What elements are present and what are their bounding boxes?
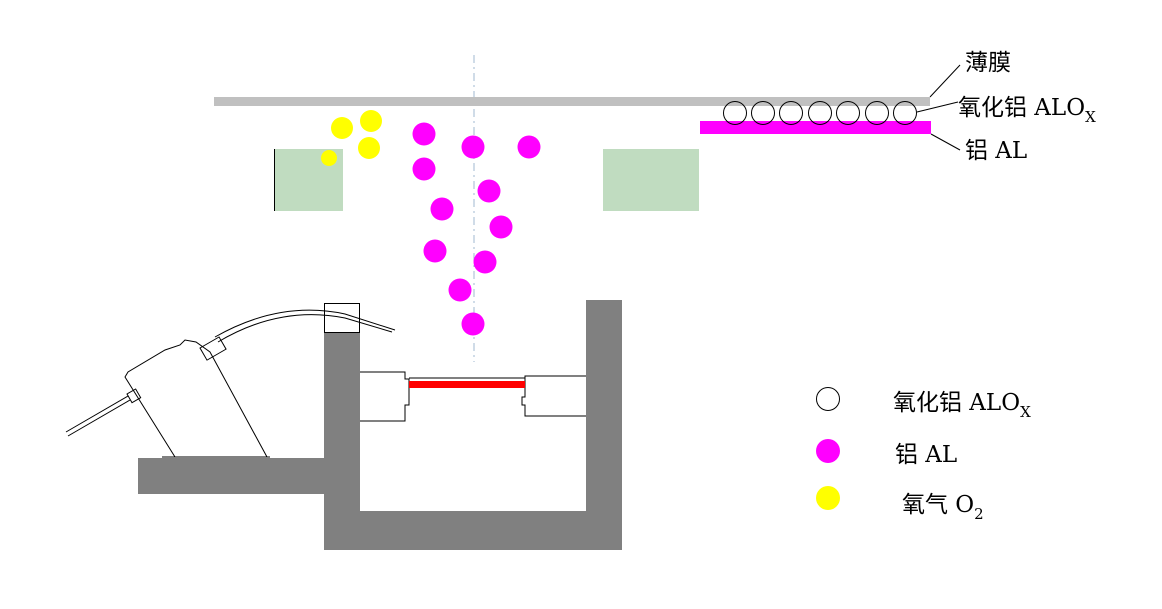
crucible-chamber: [138, 300, 622, 550]
legend-oxygen-label: 氧气 O2: [902, 492, 984, 523]
alumina-particle: [865, 101, 889, 125]
alumina-particle: [893, 101, 917, 125]
aluminum-particles: [412, 122, 541, 336]
aluminum-particle: [517, 135, 541, 159]
aluminum-particle: [477, 179, 501, 203]
label-alumina: 氧化铝 ALOX: [958, 95, 1096, 126]
substrate: [409, 381, 525, 388]
aluminum-particle: [430, 197, 454, 221]
legend-aluminum-icon: [816, 439, 840, 463]
legend-alumina-label: 氧化铝 ALOX: [893, 390, 1031, 421]
mask-block-right: [603, 149, 699, 211]
leader-line-aluminum: [930, 133, 961, 151]
legend-aluminum-label: 铝 AL: [895, 442, 957, 468]
aluminum-particle: [448, 278, 472, 302]
chamber-bottom: [324, 511, 622, 550]
alumina-particle: [751, 101, 775, 125]
alumina-particle: [779, 101, 803, 125]
alumina-particle: [808, 101, 832, 125]
label-film: 薄膜: [965, 50, 1011, 76]
label-aluminum: 铝 AL: [965, 138, 1027, 164]
leader-line-film: [929, 64, 961, 98]
aluminum-particle: [412, 122, 436, 146]
oxygen-particle: [360, 110, 382, 132]
oxygen-particle: [321, 150, 337, 166]
aluminum-layer: [700, 121, 931, 134]
sensor-device: [65, 309, 396, 458]
sensor-probe: [65, 395, 131, 437]
sensor-probe-fitting: [126, 388, 142, 404]
aluminum-particle: [461, 312, 485, 336]
sensor-body: [124, 339, 268, 458]
aluminum-particle: [412, 157, 436, 181]
oxygen-particles: [321, 110, 382, 166]
alumina-particle: [723, 101, 747, 125]
alumina-particles: [723, 101, 917, 125]
leader-line-alumina: [916, 101, 959, 113]
oxygen-particle: [331, 117, 353, 139]
alumina-particle: [836, 101, 860, 125]
film-layer: [214, 97, 930, 106]
aluminum-particle: [473, 250, 497, 274]
holder-left: [360, 371, 410, 422]
wall-port-box: [324, 303, 360, 333]
sensor-cable-fitting: [199, 336, 227, 361]
oxygen-particle: [358, 137, 380, 159]
holder-right: [521, 375, 586, 417]
chamber-right-wall: [586, 300, 622, 550]
aluminum-particle: [461, 135, 485, 159]
aluminum-particle: [489, 215, 513, 239]
legend-alumina-icon: [816, 387, 840, 411]
aluminum-particle: [423, 239, 447, 263]
legend-oxygen-icon: [816, 486, 840, 510]
legend: 氧化铝 ALOX 铝 AL 氧气 O2: [816, 387, 1031, 523]
sensor-cable: [214, 309, 396, 343]
sensor-shelf: [138, 458, 324, 494]
